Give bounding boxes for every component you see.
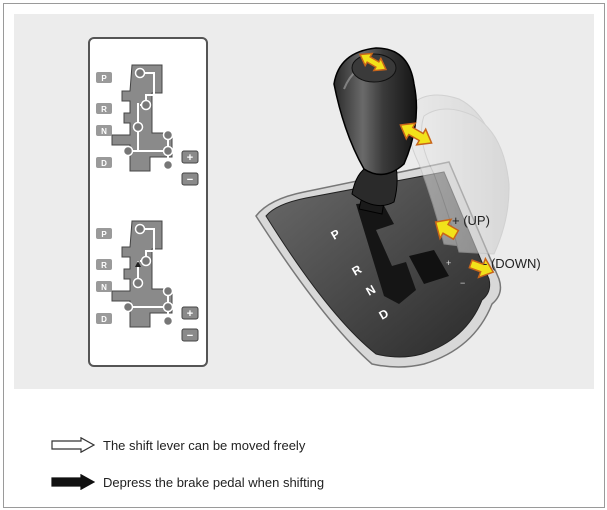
gate-tag-minus: −: [181, 328, 199, 342]
plate-minus: −: [460, 278, 465, 288]
legend-free: The shift lever can be moved freely: [51, 437, 305, 453]
gate-tag-r: R: [96, 103, 112, 114]
up-label: + (UP): [452, 213, 490, 228]
down-label: - (DOWN): [483, 256, 541, 271]
solid-arrow-icon: [51, 474, 95, 490]
down-arrow-icon: [468, 256, 495, 279]
legend-brake-text: Depress the brake pedal when shifting: [103, 474, 325, 490]
svg-text:D: D: [101, 159, 107, 168]
svg-text:+: +: [187, 152, 193, 164]
gate-tag-n: N: [96, 281, 112, 292]
shift-gate-pattern-top: P R N D + −: [96, 64, 199, 186]
gate-tag-p: P: [96, 72, 112, 83]
svg-text:+: +: [187, 308, 193, 320]
svg-text:P: P: [101, 74, 107, 83]
shift-lever-illustration: P R N D + −: [255, 47, 510, 368]
gate-tag-p: P: [96, 228, 112, 239]
gate-tag-plus: +: [181, 150, 199, 164]
svg-text:+: +: [446, 258, 451, 268]
ghost-lever-positions: [407, 94, 510, 255]
gate-tag-r: R: [96, 259, 112, 270]
hollow-arrow-icon: [51, 437, 95, 453]
figure-frame: P R N D + − P R N D + −: [3, 3, 605, 508]
gate-tag-n: N: [96, 125, 112, 136]
svg-text:N: N: [101, 283, 107, 292]
up-arrow-icon: [434, 218, 460, 241]
unlock-arrow-icon: [399, 122, 433, 146]
shift-gate-diagram-box: P R N D + − P R N D + −: [88, 37, 208, 367]
gate-tag-d: D: [96, 313, 112, 324]
svg-text:D: D: [101, 315, 107, 324]
gate-tag-plus: +: [181, 306, 199, 320]
svg-text:N: N: [101, 127, 107, 136]
legend-brake: Depress the brake pedal when shifting: [51, 474, 324, 490]
svg-text:R: R: [101, 105, 107, 114]
svg-text:R: R: [101, 261, 107, 270]
svg-text:−: −: [187, 174, 193, 186]
svg-text:−: −: [187, 330, 193, 342]
plate-plus: +: [446, 258, 451, 268]
legend-free-text: The shift lever can be moved freely: [103, 437, 306, 453]
gate-slot: [356, 202, 449, 304]
shift-gate-pattern-bottom: P R N D + −: [96, 220, 199, 342]
gate-tag-minus: −: [181, 172, 199, 186]
svg-text:−: −: [460, 278, 465, 288]
button-press-arrow-icon: [358, 52, 388, 72]
gate-tag-d: D: [96, 157, 112, 168]
svg-text:P: P: [101, 230, 107, 239]
